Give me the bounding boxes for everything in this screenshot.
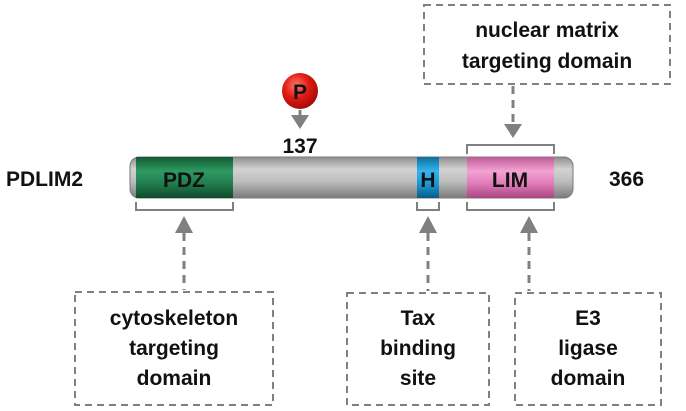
- lim-domain: [467, 157, 554, 198]
- tax-binding-annotation-line-3: site: [400, 367, 436, 390]
- protein-backbone: [129, 156, 574, 199]
- tax-binding-annotation-line-2: binding: [380, 337, 456, 360]
- cytoskeleton-annotation-line-1: cytoskeleton: [110, 307, 238, 330]
- nuclear-matrix-arrowhead: [504, 124, 522, 138]
- tax-binding-annotation-box: [346, 292, 490, 406]
- tax-binding-arrowhead: [419, 216, 437, 233]
- pdz-domain-label: PDZ: [163, 169, 205, 192]
- nuclear-matrix-annotation-line-2: targeting domain: [462, 50, 632, 73]
- e3-ligase-annotation-line-2: ligase: [558, 337, 618, 360]
- lim-bracket-bottom: [466, 202, 555, 211]
- lim-domain-label: LIM: [492, 169, 528, 192]
- e3-ligase-annotation-box: [514, 292, 662, 406]
- phosphorylation-symbol: P: [293, 81, 307, 104]
- h-domain-label: H: [420, 169, 435, 192]
- tax-binding-annotation-line-1: Tax: [401, 307, 436, 330]
- cytoskeleton-annotation-line-3: domain: [137, 367, 212, 390]
- cytoskeleton-annotation-box: [74, 291, 274, 406]
- e3-ligase-arrowhead: [520, 216, 538, 233]
- e3-ligase-annotation-line-3: domain: [551, 367, 626, 390]
- protein-name-label: PDLIM2: [6, 168, 83, 191]
- pdz-domain: [136, 157, 233, 198]
- e3-ligase-annotation-line-1: E3: [575, 307, 601, 330]
- lim-bracket-top: [466, 144, 555, 154]
- h-domain: [417, 157, 439, 198]
- protein-end-position-label: 366: [609, 168, 644, 191]
- h-bracket: [416, 202, 440, 211]
- nuclear-matrix-annotation-box: [423, 4, 671, 85]
- cytoskeleton-annotation-line-2: targeting: [129, 337, 219, 360]
- phosphorylation-circle: [282, 73, 318, 109]
- phosphorylation-position-label: 137: [282, 135, 317, 158]
- phosphorylation-arrowhead: [291, 115, 309, 129]
- cytoskeleton-arrowhead: [175, 216, 193, 233]
- nuclear-matrix-annotation-line-1: nuclear matrix: [475, 19, 619, 42]
- pdz-bracket: [135, 202, 234, 211]
